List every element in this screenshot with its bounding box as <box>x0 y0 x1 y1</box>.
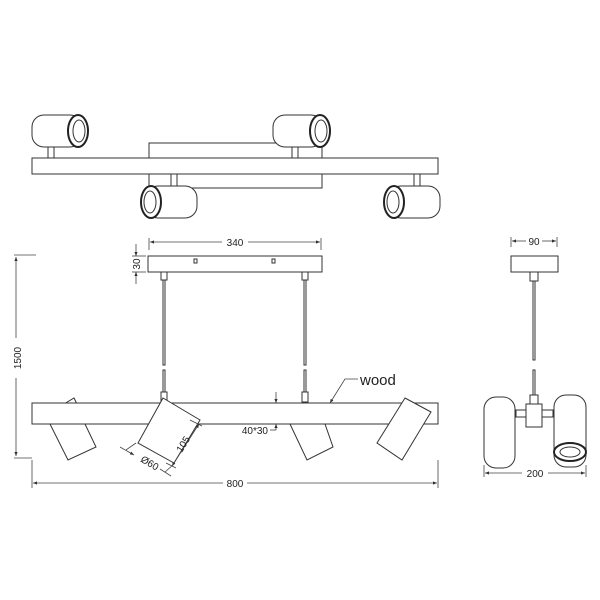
dim-1500: 1500 <box>13 346 24 369</box>
material-callout: wood <box>329 372 396 404</box>
spot-3 <box>289 423 334 461</box>
dim-side-canopy: 90 <box>510 237 558 248</box>
dim-total-width: 800 <box>31 460 439 490</box>
side-spot-left <box>483 396 516 469</box>
dim-diameter-60: Ø60 <box>138 454 160 473</box>
top-spot-2 <box>272 114 331 159</box>
spot-4 <box>376 397 432 461</box>
dim-200: 200 <box>527 469 544 480</box>
side-view: 90 200 <box>483 237 587 480</box>
canopy <box>147 255 323 273</box>
wood-bar <box>31 402 439 425</box>
wood-label: wood <box>359 372 396 389</box>
spot-1 <box>49 423 97 461</box>
top-spot-1 <box>31 114 89 159</box>
top-spot-3 <box>140 173 198 219</box>
dim-40x30: 40*30 <box>242 426 269 437</box>
dim-side-width: 200 <box>483 465 587 480</box>
top-spot-4 <box>383 173 441 219</box>
dim-30: 30 <box>132 258 143 270</box>
suspension-rod-right <box>301 271 309 403</box>
dim-bar-section: 40*30 <box>242 392 278 437</box>
side-hub <box>525 403 543 428</box>
top-view <box>31 114 441 219</box>
dim-340: 340 <box>227 238 244 249</box>
suspension-rod-left <box>160 271 168 403</box>
dim-90: 90 <box>528 237 540 248</box>
side-canopy <box>510 255 559 273</box>
front-view: 340 30 1500 800 40*30 <box>13 238 439 490</box>
dim-800: 800 <box>227 479 244 490</box>
top-bar <box>31 157 439 175</box>
dim-canopy-width: 340 <box>148 238 322 250</box>
dim-total-height: 1500 <box>13 254 36 459</box>
dim-canopy-height: 30 <box>132 244 146 284</box>
